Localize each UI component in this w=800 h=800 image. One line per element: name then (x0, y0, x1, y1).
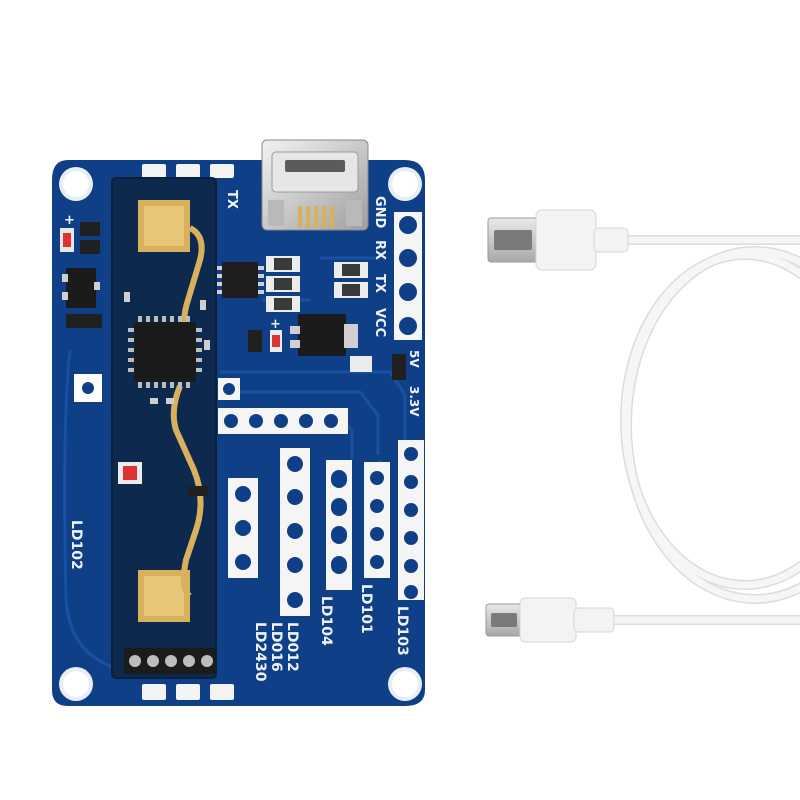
label-ld012: LD012 (284, 622, 300, 672)
label-ld103: LD103 (394, 606, 410, 656)
radar-module (111, 177, 217, 679)
header-ld012 (280, 448, 310, 616)
mounting-hole (59, 167, 93, 201)
header-ld104 (326, 460, 352, 590)
radar-chip (134, 322, 196, 382)
edge-pads-top (142, 164, 234, 178)
smd-components-left (60, 222, 102, 402)
label-tx-top: TX (224, 190, 239, 209)
cable-coil (620, 246, 800, 604)
micro-usb-port (261, 139, 369, 231)
edge-pads-bottom (142, 684, 234, 700)
usb-plug-bottom (485, 597, 615, 643)
mounting-hole (388, 667, 422, 701)
mounting-hole (59, 667, 93, 701)
label-plus-left: + (64, 213, 75, 228)
label-ld104: LD104 (318, 596, 334, 646)
label-rx: RX (372, 240, 387, 260)
usb-plug-top (487, 209, 629, 271)
label-5v: 5V (407, 350, 421, 368)
label-tx: TX (372, 274, 387, 293)
label-3v3: 3.3V (407, 386, 421, 417)
label-ld102: LD102 (68, 520, 84, 570)
header-ld101 (364, 462, 390, 578)
label-vcc: VCC (372, 308, 387, 337)
header-ld2430 (228, 478, 258, 578)
label-ld2430: LD2430 (252, 622, 268, 682)
pcb-board: TX GND RX TX VCC (52, 139, 425, 706)
label-plus-mid: + (270, 317, 281, 332)
usb-cable (485, 209, 800, 643)
mounting-hole (388, 167, 422, 201)
pad-row (218, 378, 348, 434)
header-pins-power-uart (394, 212, 422, 340)
module-pins (124, 648, 216, 674)
smd-components-center (216, 256, 406, 380)
label-gnd: GND (372, 196, 387, 229)
label-ld101: LD101 (358, 584, 374, 634)
label-ld016: LD016 (268, 622, 284, 672)
header-ld103 (398, 440, 424, 600)
